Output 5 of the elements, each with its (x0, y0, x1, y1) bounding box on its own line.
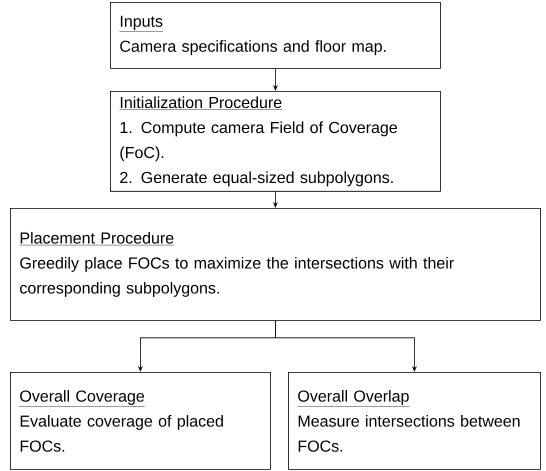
process-box: Overall Coverage Evaluate coverage of placed FOCs. (10, 372, 271, 470)
process-box: Placement Procedure Greedily place FOCs to maximize the intersections with their corresponding subpolygons. (10, 208, 541, 321)
process-box: Inputs Camera specifications and floor map. (110, 2, 441, 69)
process-box: Overall Overlap Measure intersections between FOCs. (288, 372, 541, 470)
process-box: Initialization Procedure 1. Compute camera Field of Coverage (FoC). 2. Generate equal-sized subpolygons. (110, 91, 441, 192)
